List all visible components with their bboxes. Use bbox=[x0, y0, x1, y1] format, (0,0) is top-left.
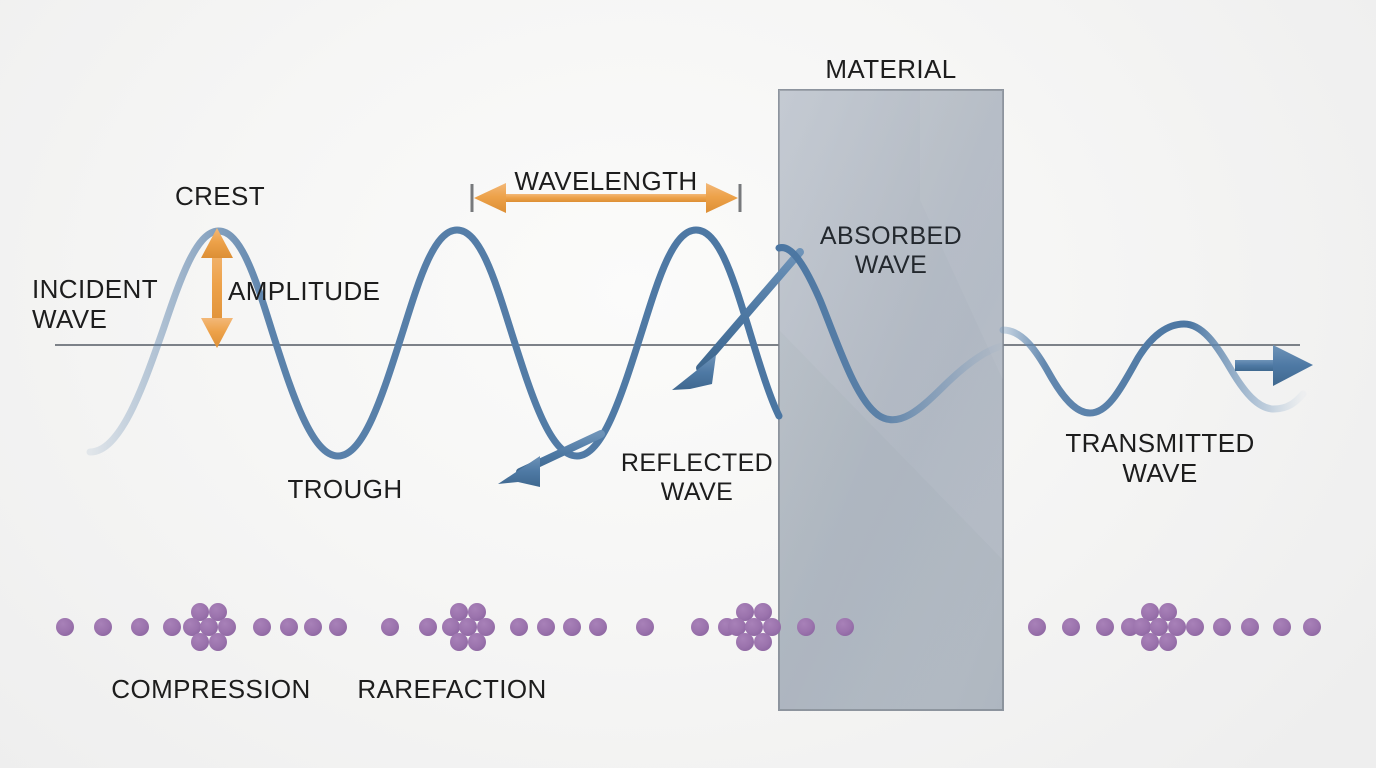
amplitude-arrow bbox=[201, 228, 233, 348]
material-block bbox=[778, 89, 1004, 711]
particle-cluster-compression-3 bbox=[728, 603, 781, 651]
transmitted-arrow bbox=[1235, 345, 1313, 386]
absorbed-wave-curve bbox=[775, 244, 1006, 424]
incident-wave-curve bbox=[86, 226, 783, 460]
reflected-wave-curve bbox=[580, 250, 798, 390]
particle-cluster-compression-2 bbox=[442, 603, 495, 651]
particle-dots-sparse bbox=[56, 618, 1321, 636]
particle-cluster-compression-4 bbox=[1133, 603, 1186, 651]
wavelength-arrow bbox=[470, 183, 742, 213]
particle-cluster-compression-1 bbox=[183, 603, 236, 651]
transmitted-wave-curve bbox=[999, 320, 1307, 417]
reflected-arrow-upper bbox=[672, 248, 804, 390]
particle-row bbox=[56, 603, 1321, 651]
reflected-arrow-lower bbox=[498, 430, 605, 487]
